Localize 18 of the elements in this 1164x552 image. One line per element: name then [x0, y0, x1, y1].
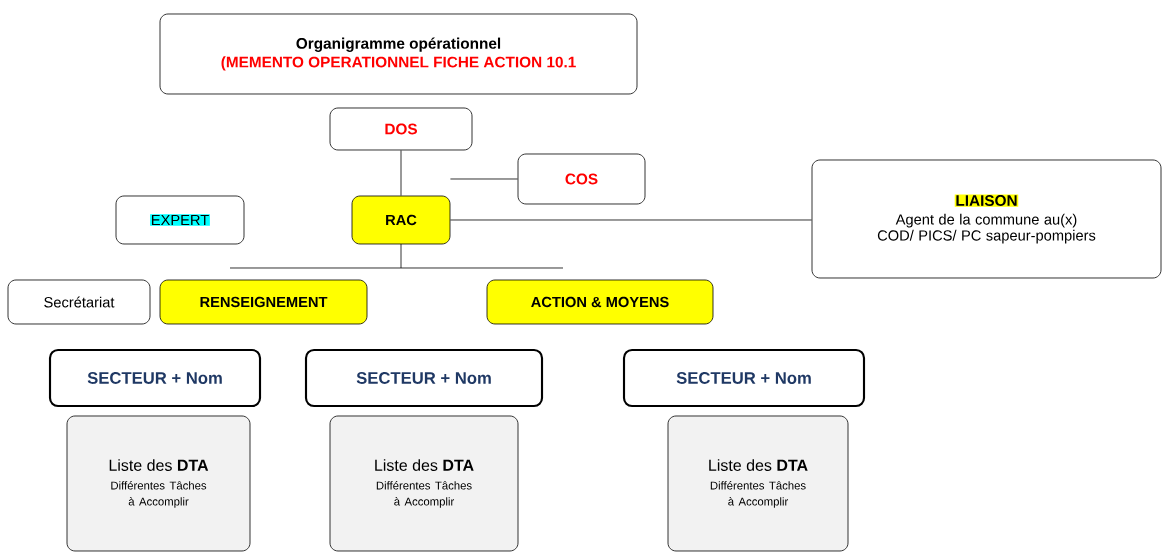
role-box: DOS	[329, 107, 473, 151]
role-box: RAC	[351, 195, 451, 245]
connector-line	[450, 219, 812, 221]
title-box: Organigramme opérationnel (MEMENTO OPERATIONNEL FICHE ACTION 10.1	[159, 13, 638, 95]
role-box: LIAISON Agent de la commune au(x) COD/ PICS/ PC sapeur-pompiers	[811, 159, 1162, 279]
sector-box: SECTEUR + Nom	[622, 348, 866, 408]
connector-line	[400, 150, 402, 196]
sector-box: SECTEUR + Nom	[304, 348, 544, 408]
role-box: EXPERT	[115, 195, 245, 245]
sector-box: SECTEUR + Nom	[48, 348, 262, 408]
cell-box: RENSEIGNEMENT	[159, 279, 368, 325]
task-box: Liste des DTA Différentes Tâches à Accomplir	[667, 415, 849, 552]
connector-line	[450, 178, 518, 180]
task-box: Liste des DTA Différentes Tâches à Accomplir	[66, 415, 251, 552]
cell-box: ACTION & MOYENS	[486, 279, 714, 325]
role-box: COS	[517, 153, 646, 205]
role-box: Secrétariat	[7, 279, 151, 325]
task-box: Liste des DTA Différentes Tâches à Accomplir	[329, 415, 519, 552]
